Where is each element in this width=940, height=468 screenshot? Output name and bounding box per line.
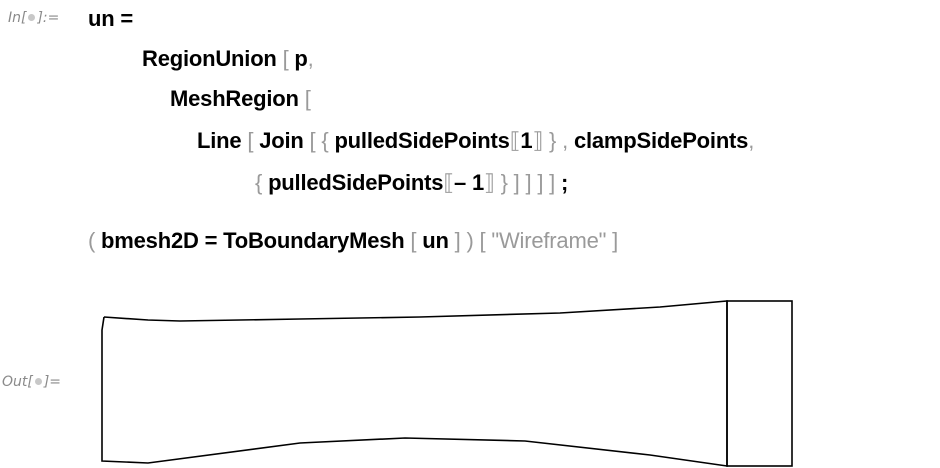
code-token: p	[294, 46, 308, 71]
code-punctuation: [	[241, 128, 260, 153]
code-punctuation: [ {	[303, 128, 335, 153]
code-punctuation: ⟧ } ,	[532, 128, 574, 153]
code-token: Join	[259, 128, 304, 153]
mesh-outline	[101, 300, 728, 467]
output-label-suffix: ]=	[43, 374, 62, 390]
code-punctuation: ] ) [	[448, 228, 492, 253]
output-label: Out[ ]=	[2, 374, 61, 390]
output-label-prefix: Out[	[2, 374, 33, 390]
code-token: ;	[560, 170, 569, 195]
code-token: pulledSidePoints	[334, 128, 510, 153]
code-token: – 1	[454, 170, 485, 195]
code-token: un =	[88, 6, 134, 31]
code-punctuation: ⟦	[443, 170, 455, 195]
code-token: RegionUnion	[142, 46, 277, 71]
code-token: bmesh2D = ToBoundaryMesh	[101, 228, 405, 253]
code-line[interactable]: { pulledSidePoints⟦– 1⟧ } ] ] ] ] ;	[255, 170, 568, 196]
code-punctuation: [	[298, 86, 311, 111]
code-punctuation: [	[276, 46, 295, 71]
code-punctuation: ,	[748, 128, 755, 153]
code-line[interactable]: un =	[88, 6, 133, 32]
code-punctuation: (	[88, 228, 102, 253]
input-label: In[ ]:=	[8, 10, 59, 26]
code-line[interactable]: ( bmesh2D = ToBoundaryMesh [ un ] ) [ "W…	[88, 228, 618, 254]
input-label-suffix: ]:=	[37, 10, 60, 26]
code-token: MeshRegion	[170, 86, 299, 111]
cell-dot-icon	[34, 378, 42, 385]
code-punctuation: [	[404, 228, 423, 253]
code-line[interactable]: MeshRegion [	[170, 86, 311, 112]
code-punctuation: ,	[307, 46, 314, 71]
code-line[interactable]: Line [ Join [ { pulledSidePoints⟦1⟧ } , …	[197, 128, 754, 154]
code-token: clampSidePoints	[573, 128, 749, 153]
code-punctuation: ⟧ } ] ] ] ]	[484, 170, 561, 195]
code-token: Line	[197, 128, 242, 153]
clamp-region-rect	[726, 300, 793, 467]
cell-dot-icon	[28, 14, 36, 21]
code-punctuation: ]	[606, 228, 619, 253]
code-punctuation: ⟦	[509, 128, 521, 153]
code-punctuation: "Wireframe"	[491, 228, 607, 253]
code-token: pulledSidePoints	[268, 170, 444, 195]
code-punctuation: {	[255, 170, 269, 195]
code-line[interactable]: RegionUnion [ p,	[142, 46, 314, 72]
input-label-prefix: In[	[8, 10, 27, 26]
code-token: un	[422, 228, 449, 253]
code-token: 1	[520, 128, 533, 153]
